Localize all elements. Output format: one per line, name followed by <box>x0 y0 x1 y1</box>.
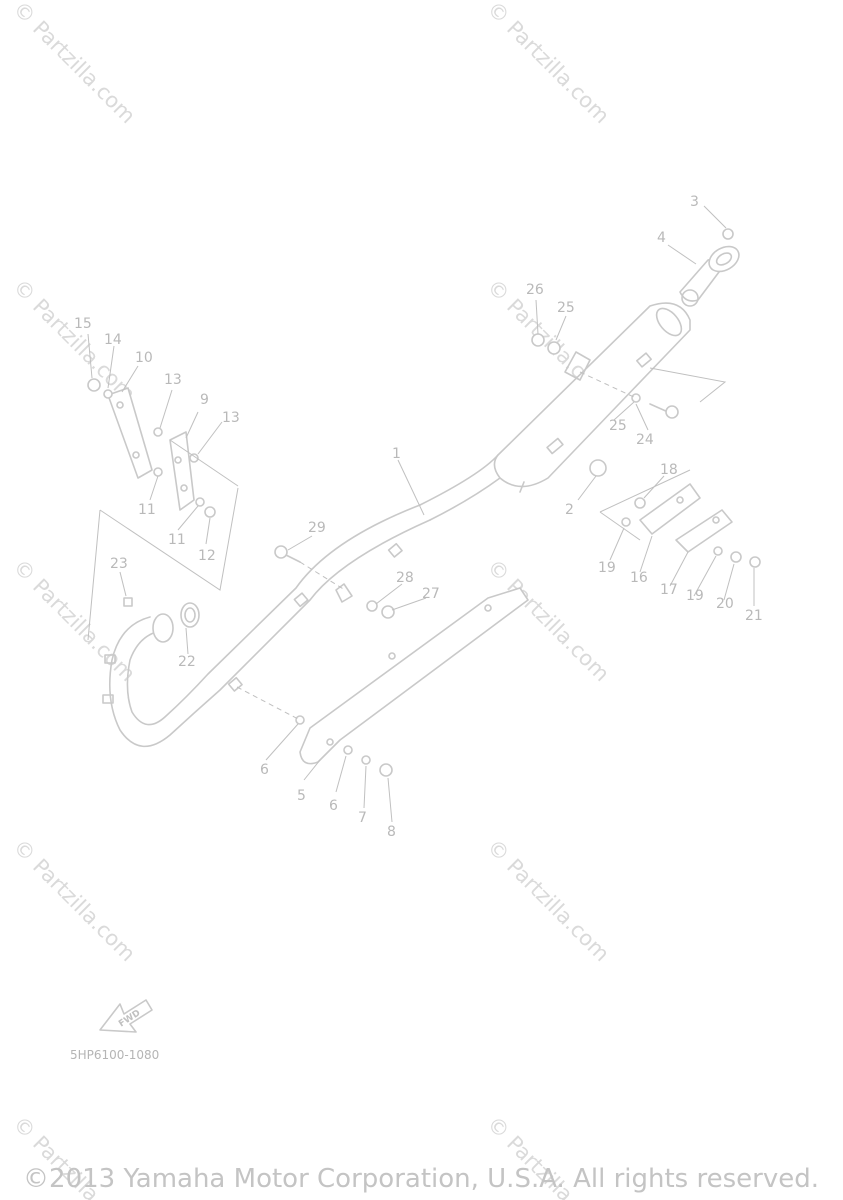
callout-28: 28 <box>396 570 414 586</box>
watermark: © Partzilla.com <box>8 0 140 128</box>
callout-numbers: 1 2 3 4 5 6 6 7 8 9 10 11 11 12 13 13 14… <box>74 194 763 840</box>
gasket-plates <box>107 387 195 511</box>
fwd-arrow-icon: FWD <box>99 999 153 1033</box>
callout-10: 10 <box>135 350 153 366</box>
callout-25: 25 <box>609 418 627 434</box>
callout-29: 29 <box>308 520 326 536</box>
callout-6: 6 <box>329 798 338 814</box>
callout-21: 21 <box>745 608 763 624</box>
callout-17: 17 <box>660 582 678 598</box>
watermark: © Partzilla.com <box>8 835 140 967</box>
callout-22: 22 <box>178 654 196 670</box>
callout-20: 20 <box>716 596 734 612</box>
callout-1: 1 <box>392 446 401 462</box>
callout-24: 24 <box>636 432 654 448</box>
rear-brackets <box>639 483 733 553</box>
muffler <box>419 302 691 521</box>
callout-19: 19 <box>598 560 616 576</box>
callout-7: 7 <box>358 810 367 826</box>
watermark: © Partzilla.com <box>482 835 614 967</box>
callout-27: 27 <box>422 586 440 602</box>
joint-22 <box>152 602 200 643</box>
assembly-lines <box>87 367 727 721</box>
callout-14: 14 <box>104 332 122 348</box>
callout-12: 12 <box>198 548 216 564</box>
callout-16: 16 <box>630 570 648 586</box>
callout-11: 11 <box>168 532 186 548</box>
bracket-stay <box>299 587 529 765</box>
tail-pipe <box>679 245 740 307</box>
callout-18: 18 <box>660 462 678 478</box>
callout-19: 19 <box>686 588 704 604</box>
callout-2: 2 <box>565 502 574 518</box>
callout-26: 26 <box>526 282 544 298</box>
callout-23: 23 <box>110 556 128 572</box>
callout-5: 5 <box>297 788 306 804</box>
callout-8: 8 <box>387 824 396 840</box>
watermark: © Partzilla.com <box>482 555 614 687</box>
callout-15: 15 <box>74 316 92 332</box>
callout-9: 9 <box>200 392 209 408</box>
callout-13: 13 <box>222 410 240 426</box>
callout-4: 4 <box>657 230 666 246</box>
watermark: © Partzilla.com <box>482 0 614 128</box>
copyright-notice: ©2013 Yamaha Motor Corporation, U.S.A. A… <box>23 1164 819 1194</box>
exhaust-header-pipe <box>102 504 431 748</box>
callout-25: 25 <box>557 300 575 316</box>
diagram-code: 5HP6100-1080 <box>70 1048 159 1062</box>
callout-13: 13 <box>164 372 182 388</box>
leader-lines <box>87 205 755 823</box>
callout-11: 11 <box>138 502 156 518</box>
callout-3: 3 <box>690 194 699 210</box>
callout-6: 6 <box>260 762 269 778</box>
hardware <box>87 228 761 777</box>
